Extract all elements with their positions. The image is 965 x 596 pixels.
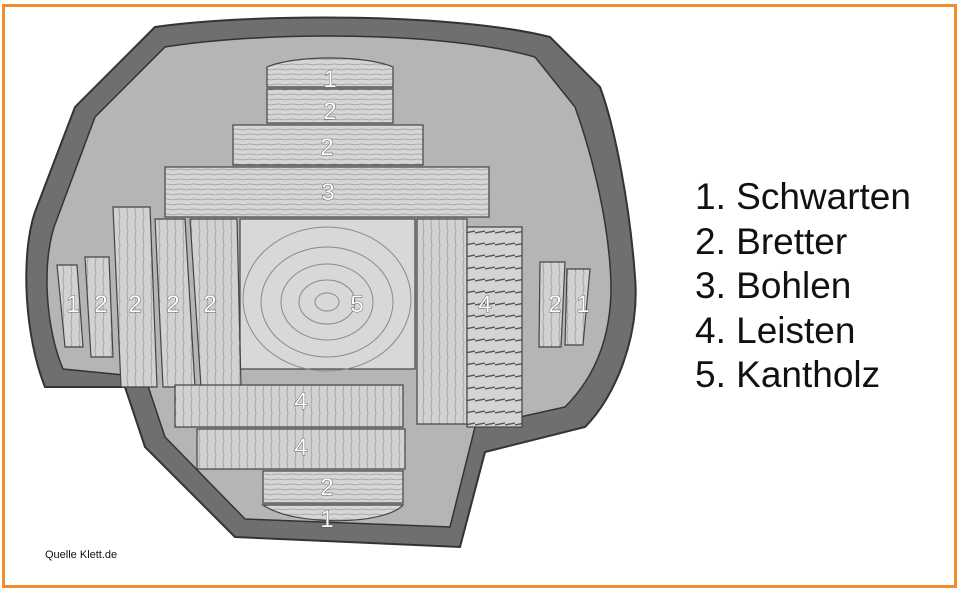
legend-item-bohlen: 3. Bohlen xyxy=(695,265,852,306)
legend-item-bretter: 2. Bretter xyxy=(695,220,848,262)
label-leiste-bottom-1: 4 xyxy=(294,388,307,415)
board-pieces xyxy=(56,57,591,522)
label-schwarte-top: 1 xyxy=(323,66,336,93)
sawing-diagram: 1 2 2 3 5 1 2 2 2 2 4 2 1 4 4 2 1 xyxy=(25,16,637,549)
label-brett-left-4: 2 xyxy=(203,291,216,318)
label-brett-left-3: 2 xyxy=(166,291,179,318)
label-brett-top-2: 2 xyxy=(320,134,333,161)
label-leiste-right: 4 xyxy=(478,291,491,318)
label-brett-left-2: 2 xyxy=(128,291,141,318)
label-kantholz: 5 xyxy=(350,291,363,318)
label-schwarte-bottom: 1 xyxy=(320,506,333,533)
figure-frame: 1 2 2 3 5 1 2 2 2 2 4 2 1 4 4 2 1 1. Sch… xyxy=(2,4,957,588)
source-credit: Quelle Klett.de xyxy=(45,549,118,561)
label-brett-top-1: 2 xyxy=(323,98,336,125)
label-brett-left-1: 2 xyxy=(94,291,107,318)
label-brett-right: 2 xyxy=(548,291,561,318)
label-schwarte-right: 1 xyxy=(576,291,589,318)
label-leiste-bottom-2: 4 xyxy=(294,434,307,461)
legend-item-schwarten: 1. Schwarten xyxy=(695,176,911,217)
legend-item-kantholz: 5. Kantholz xyxy=(695,354,881,395)
label-schwarte-left: 1 xyxy=(66,291,79,318)
label-bohle: 3 xyxy=(321,179,334,206)
piece-labels: 1 2 2 3 5 1 2 2 2 2 4 2 1 4 4 2 1 xyxy=(66,66,590,534)
legend-list: 1. Schwarten 2. Bretter 3. Bohlen 4. Lei… xyxy=(695,175,911,398)
label-brett-bottom: 2 xyxy=(320,474,333,501)
legend-item-leisten: 4. Leisten xyxy=(695,309,856,351)
